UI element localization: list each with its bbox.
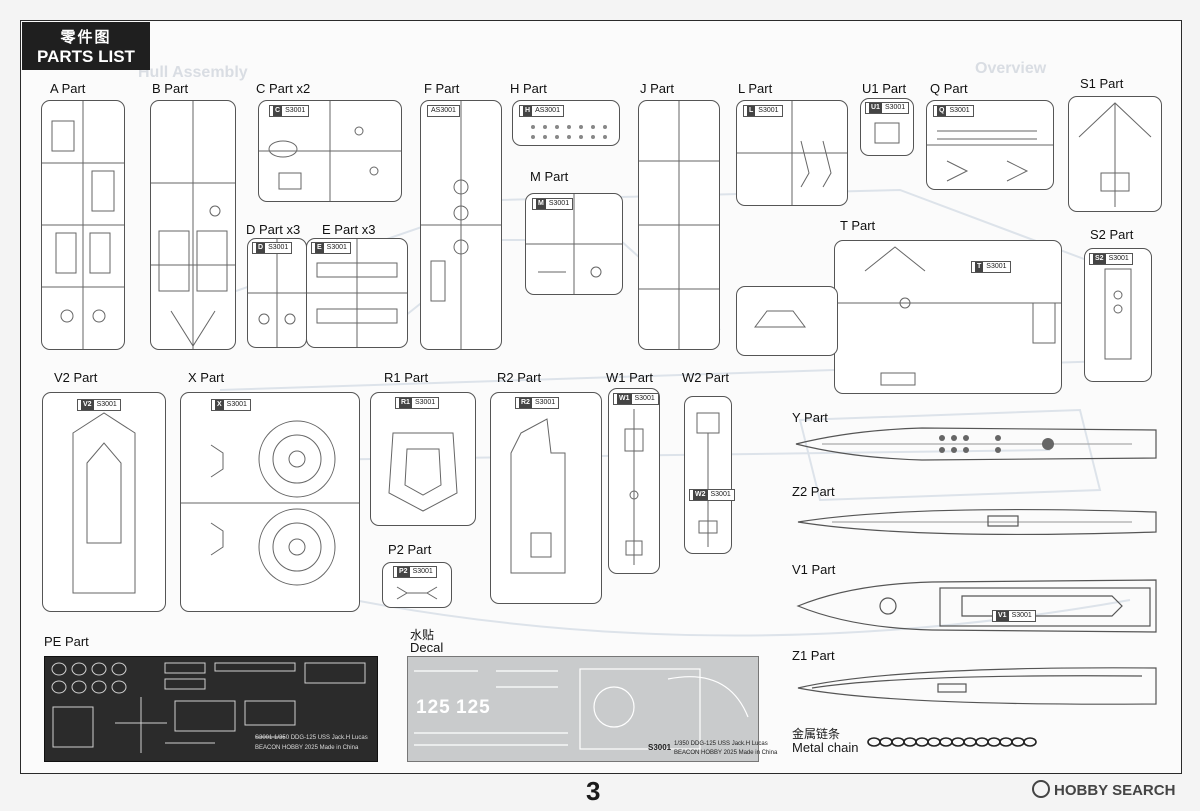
part-label-d: D Part x3 xyxy=(246,222,301,237)
part-label-p2: P2 Part xyxy=(388,542,432,557)
part-label-x: X Part xyxy=(188,370,225,385)
hull-part-z2 xyxy=(792,502,1162,542)
pe-caption-1: S3001 1/350 DDG-125 USS Jack.H Lucas xyxy=(255,735,368,741)
watermark: HOBBY SEARCH xyxy=(1032,780,1175,799)
metal-chain-label-en: Metal chain xyxy=(792,740,859,755)
part-label-c: C Part x2 xyxy=(256,81,311,96)
sprue-s1 xyxy=(1068,96,1162,212)
sprue-tag-f: AS3001 xyxy=(427,105,460,117)
part-label-q: Q Part xyxy=(930,81,968,96)
pe-caption-2: BEACON HOBBY 2025 Made in China xyxy=(255,745,359,751)
metal-chain xyxy=(867,737,1037,747)
ghost-overview-text: Overview xyxy=(975,60,1047,77)
part-label-h: H Part xyxy=(510,81,547,96)
part-label-s2: S2 Part xyxy=(1090,227,1134,242)
part-label-v1: V1 Part xyxy=(792,562,836,577)
part-label-r1: R1 Part xyxy=(384,370,429,385)
decal-caption-1: 1/350 DDG-125 USS Jack.H Lucas xyxy=(674,741,768,747)
decal-sheet: 125 125 S3001 1/350 DDG-125 USS Jack.H L… xyxy=(407,656,777,762)
sprue-f: AS3001 xyxy=(420,100,502,350)
decal-code: S3001 xyxy=(648,743,672,752)
part-label-m: M Part xyxy=(530,169,569,184)
part-label-f: F Part xyxy=(424,81,460,96)
decal-hull-number-1: 125 xyxy=(416,697,451,718)
part-label-pe: PE Part xyxy=(44,634,89,649)
pe-fret: S3001 1/350 DDG-125 USS Jack.H Lucas BEA… xyxy=(44,656,378,762)
part-label-t: T Part xyxy=(840,218,876,233)
part-label-b: B Part xyxy=(152,81,189,96)
decal-hull-number-2: 125 xyxy=(456,697,491,718)
ghost-assembly-text: Hull Assembly xyxy=(138,64,248,81)
hull-part-y xyxy=(792,424,1162,464)
part-label-l: L Part xyxy=(738,81,773,96)
part-label-e: E Part x3 xyxy=(322,222,376,237)
part-label-z1: Z1 Part xyxy=(792,648,835,663)
part-label-y: Y Part xyxy=(792,410,828,425)
sprue-b xyxy=(150,100,236,350)
page-number: 3 xyxy=(586,776,601,806)
metal-chain-label: 金属链条 Metal chain xyxy=(792,727,858,755)
sprue-a xyxy=(41,100,125,350)
hull-part-z1 xyxy=(792,664,1162,708)
decal-caption-2: BEACON HOBBY 2025 Made in China xyxy=(674,750,778,756)
sprue-t-wing xyxy=(736,286,838,356)
header-title-cn: 零件图 xyxy=(60,29,112,46)
metal-chain-label-cn: 金属链条 xyxy=(792,727,841,741)
part-label-v2: V2 Part xyxy=(54,370,98,385)
header-title-en: PARTS LIST xyxy=(37,47,135,66)
part-label-j: J Part xyxy=(640,81,674,96)
decal-label-en: Decal xyxy=(410,640,444,655)
parts-list-header: 零件图 PARTS LIST xyxy=(22,22,150,70)
part-label-w2: W2 Part xyxy=(682,370,729,385)
part-label-w1: W1 Part xyxy=(606,370,653,385)
part-label-s1: S1 Part xyxy=(1080,76,1124,91)
part-label-u1: U1 Part xyxy=(862,81,907,96)
part-label-a: A Part xyxy=(50,81,86,96)
part-label-r2: R2 Part xyxy=(497,370,542,385)
watermark-logo-icon xyxy=(1032,780,1050,798)
part-label-z2: Z2 Part xyxy=(792,484,835,499)
sprue-j xyxy=(638,100,720,350)
decal-label-cn: 水贴 xyxy=(410,628,435,642)
